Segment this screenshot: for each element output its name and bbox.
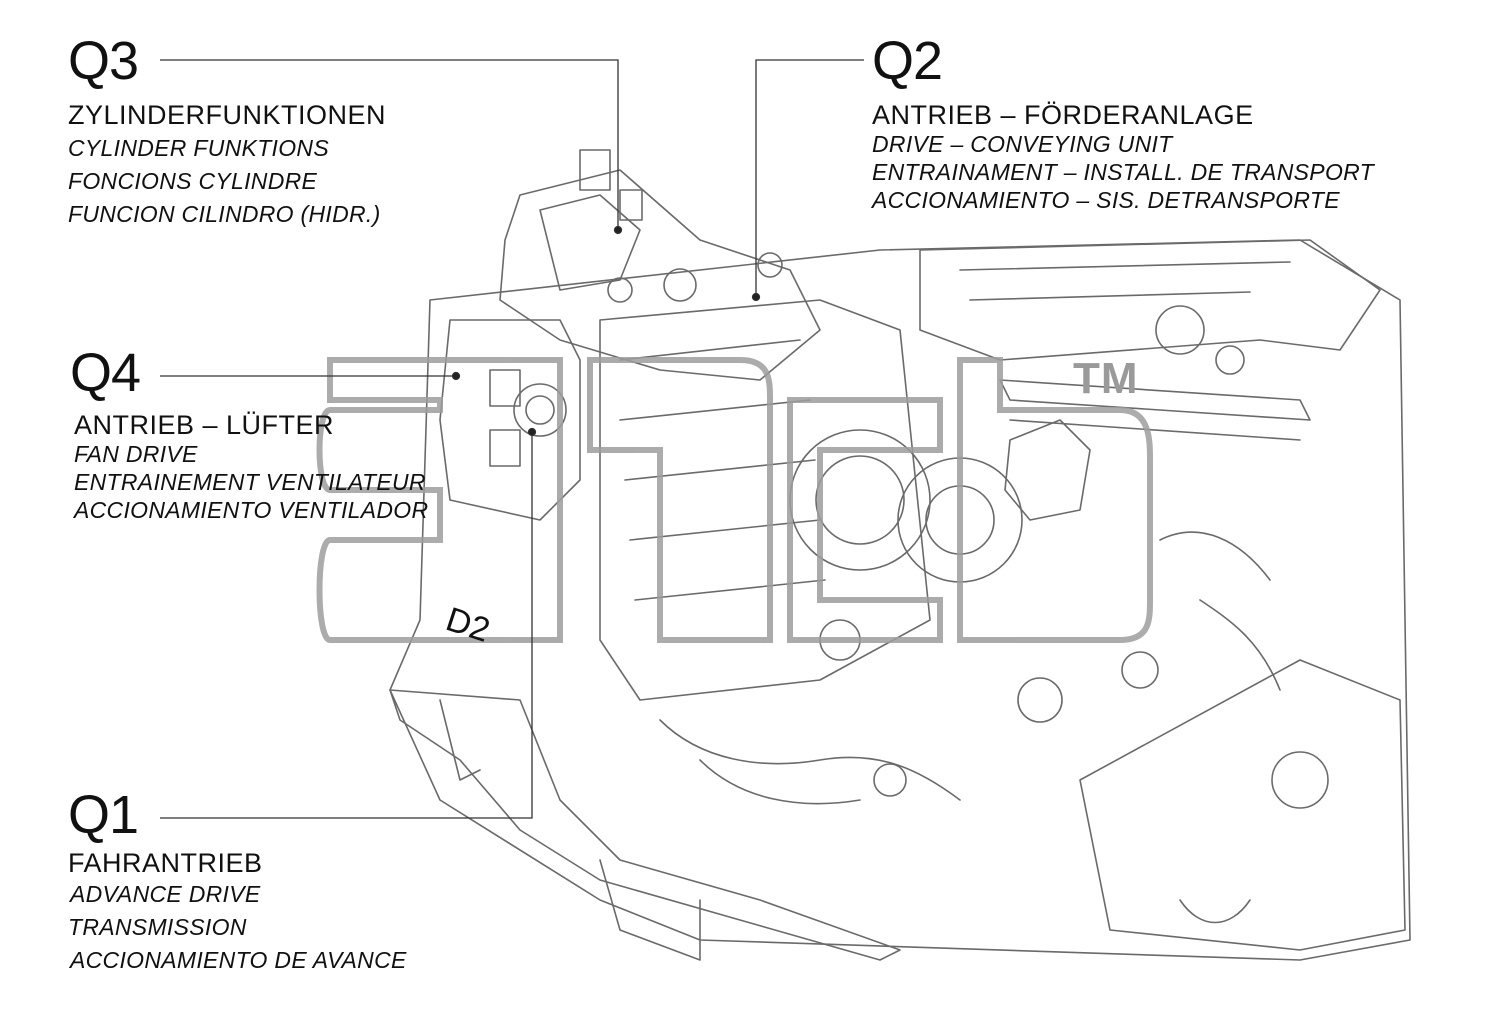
callout-title: ZYLINDERFUNKTIONEN [68,100,387,130]
trademark-mark: TM [1073,354,1139,403]
callout-title: ANTRIEB – FÖRDERANLAGE [872,100,1254,130]
callout-translation-es: ACCIONAMIENTO VENTILADOR [74,497,429,523]
callout-translation-es: ACCIONAMIENTO DE AVANCE [70,947,407,973]
watermark-logo [316,357,1153,643]
leader-line-q2 [755,59,864,295]
callout-translation-fr: FONCIONS CYLINDRE [68,168,318,194]
callout-translation-es: ACCIONAMIENTO – SIS. DETRANSPORTE [872,187,1340,213]
callout-translation-en: DRIVE – CONVEYING UNIT [872,131,1173,157]
callout-code: Q3 [68,31,139,91]
leader-line-q1 [160,434,533,819]
callout-q3: Q3 ZYLINDERFUNKTIONEN CYLINDER FUNKTIONS… [68,34,386,231]
leader-line-q3 [160,59,619,228]
flywheel-housing [1079,659,1406,951]
callout-translation-fr: TRANSMISSION [68,914,247,940]
callout-translation-es: FUNCION CILINDRO (HIDR.) [68,201,381,227]
callout-translation-fr: ENTRAINAMENT – INSTALL. DE TRANSPORT [872,159,1374,185]
callout-title: FAHRANTRIEB [68,848,263,878]
callout-q4: Q4 ANTRIEB – LÜFTER FAN DRIVE ENTRAINEME… [70,346,428,524]
callout-code: Q4 [70,343,141,403]
callout-translation-fr: ENTRAINEMENT VENTILATEUR [74,469,426,495]
callout-translation-en: CYLINDER FUNKTIONS [68,135,329,161]
base-frame [389,689,901,961]
callout-translation-en: ADVANCE DRIVE [70,881,261,907]
callout-q1: Q1 FAHRANTRIEB ADVANCE DRIVE TRANSMISSIO… [68,788,407,977]
hydraulic-valve-block [499,169,821,381]
valve-cover [919,239,1381,361]
callout-q2: Q2 ANTRIEB – FÖRDERANLAGE DRIVE – CONVEY… [872,34,1374,214]
callout-code: Q2 [872,31,943,91]
callout-code: Q1 [68,785,139,845]
callout-title: ANTRIEB – LÜFTER [74,410,335,440]
callout-translation-en: FAN DRIVE [74,441,198,467]
